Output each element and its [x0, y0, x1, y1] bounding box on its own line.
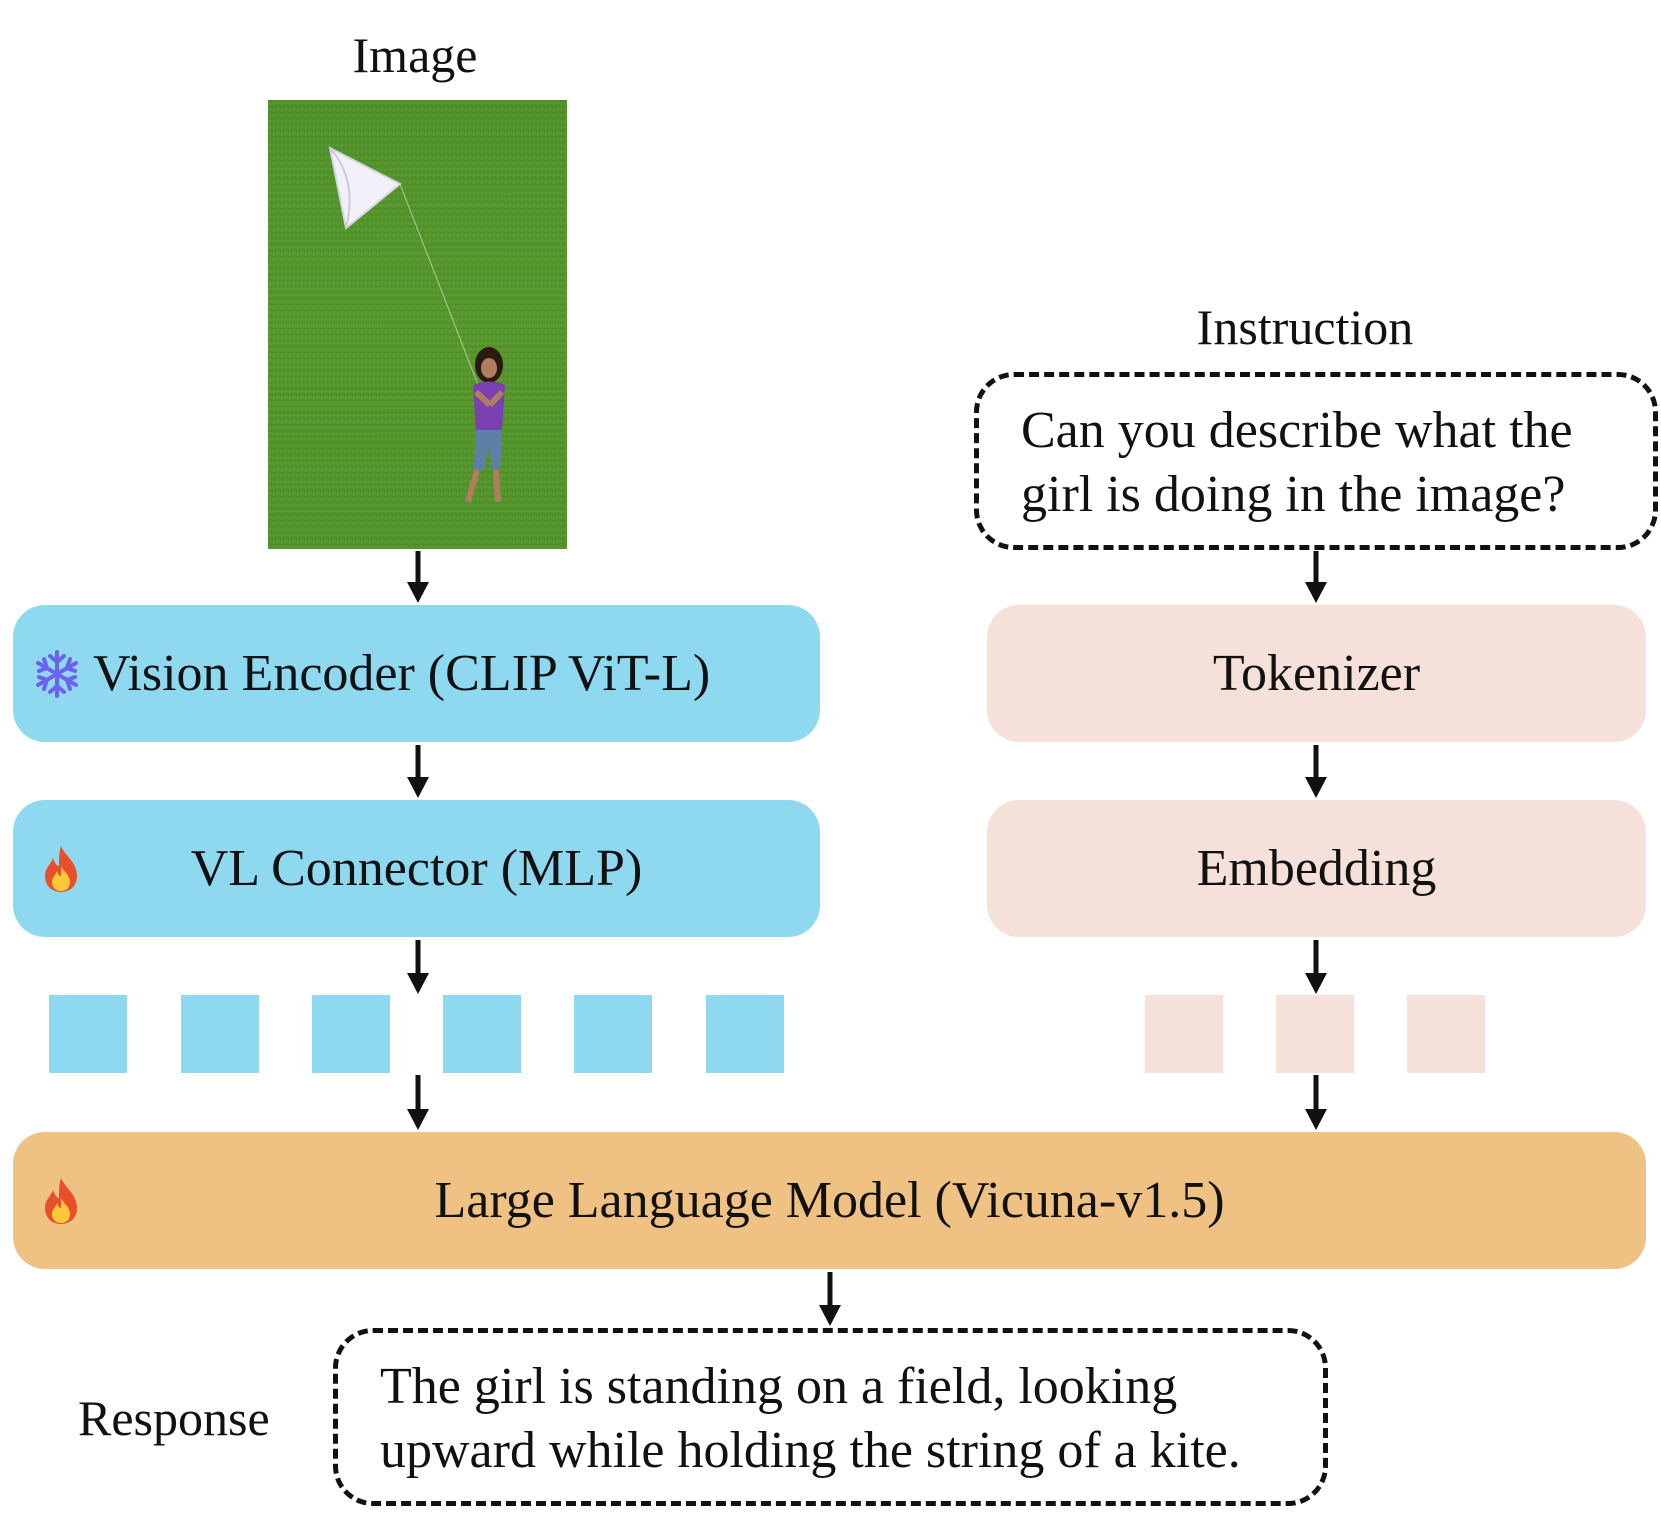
snowflake-icon [36, 649, 78, 698]
arrow-embedding-to-tokens [1305, 940, 1327, 994]
response-box: The girl is standing on a field, looking… [333, 1328, 1328, 1506]
text-token [1407, 995, 1485, 1073]
vision-encoder-box: Vision Encoder (CLIP ViT-L) [13, 605, 820, 742]
response-line-2: upward while holding the string of a kit… [380, 1422, 1241, 1479]
vl-connector-label: VL Connector (MLP) [190, 840, 643, 897]
arrow-connector-to-tokens [407, 940, 429, 994]
instruction-line-2: girl is doing in the image? [1021, 466, 1566, 523]
visual-token [49, 995, 127, 1073]
arrow-tokenizer-to-embedding [1305, 745, 1327, 798]
text-token [1276, 995, 1354, 1073]
text-token [1145, 995, 1223, 1073]
arrow-encoder-to-connector [407, 745, 429, 798]
vision-encoder-label: Vision Encoder (CLIP ViT-L) [93, 645, 711, 702]
girl-figure-icon [465, 347, 505, 503]
arrow-instruction-to-tokenizer [1305, 551, 1327, 603]
tokenizer-box: Tokenizer [987, 605, 1646, 742]
response-line-1: The girl is standing on a field, looking [380, 1358, 1178, 1415]
kite-icon [328, 146, 481, 391]
vl-connector-box: VL Connector (MLP) [13, 800, 820, 937]
visual-token [181, 995, 259, 1073]
fire-icon [45, 1177, 77, 1224]
embedding-box: Embedding [987, 800, 1646, 937]
image-label: Image [352, 27, 478, 83]
arrow-tokens-to-llm-left [407, 1075, 429, 1130]
llm-label: Large Language Model (Vicuna-v1.5) [434, 1172, 1225, 1229]
instruction-label: Instruction [1196, 299, 1414, 355]
arrow-image-to-encoder [407, 551, 429, 603]
input-photo [268, 100, 567, 549]
embedding-label: Embedding [1196, 840, 1437, 897]
tokenizer-label: Tokenizer [1212, 645, 1421, 702]
fire-icon [45, 845, 77, 892]
arrow-llm-to-response [819, 1272, 841, 1326]
visual-token [706, 995, 784, 1073]
visual-token [443, 995, 521, 1073]
instruction-line-1: Can you describe what the [1021, 402, 1573, 459]
llm-box: Large Language Model (Vicuna-v1.5) [13, 1132, 1646, 1269]
instruction-box: Can you describe what the girl is doing … [974, 372, 1658, 550]
arrow-tokens-to-llm-right [1305, 1075, 1327, 1130]
visual-token [574, 995, 652, 1073]
response-label: Response [78, 1390, 270, 1446]
visual-token [312, 995, 390, 1073]
